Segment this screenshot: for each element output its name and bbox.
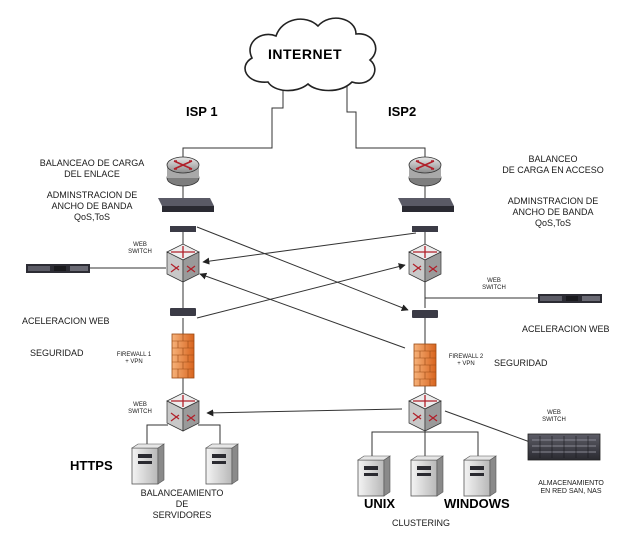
https-label: HTTPS bbox=[70, 458, 113, 473]
cross-link-1 bbox=[196, 226, 409, 311]
right-switch-to-storage bbox=[444, 410, 531, 443]
isp1-label: ISP 1 bbox=[186, 104, 218, 119]
right-web-accel-label: ACELERACION WEB bbox=[522, 324, 610, 334]
firewall-1-icon bbox=[171, 333, 195, 379]
router-isp2-icon bbox=[408, 156, 442, 187]
storage-label: ALMACENAMIENTO EN RED SAN, NAS bbox=[526, 480, 616, 497]
server-windows-icon bbox=[463, 455, 497, 497]
right-load-balance-label: BALANCEO DE CARGA EN ACCESO bbox=[488, 154, 618, 176]
firewall-1-line2: + VPN bbox=[125, 359, 143, 366]
storage-line2: EN RED SAN, NAS bbox=[540, 488, 602, 496]
firewall-1-line1: FIREWALL 1 bbox=[116, 352, 152, 358]
right-bandwidth-line3: QoS,ToS bbox=[534, 217, 572, 228]
left-web-switch-line2: SWITCH bbox=[128, 249, 152, 256]
left-bottom-web-switch-line1: WEB bbox=[133, 402, 147, 408]
storage-web-switch-line2: SWITCH bbox=[542, 417, 566, 424]
left-bottom-web-switch-line2: SWITCH bbox=[128, 409, 152, 416]
server-balance-line2: DE bbox=[175, 498, 189, 509]
server-balance-label: BALANCEAMIENTO DE SERVIDORES bbox=[130, 488, 234, 520]
router-isp1-icon bbox=[166, 156, 200, 187]
firewall-2-line2: + VPN bbox=[457, 361, 475, 368]
internet-label: INTERNET bbox=[268, 46, 342, 62]
server-https-1-icon bbox=[131, 443, 165, 485]
right-bandwidth-label: ADMINSTRACION DE ANCHO DE BANDA QoS,ToS bbox=[488, 196, 618, 228]
server-cluster-middle-icon bbox=[410, 455, 444, 497]
cloud-to-isp1-line bbox=[182, 82, 284, 157]
left-bandwidth-label: ADMINSTRACION DE ANCHO DE BANDA QoS,ToS bbox=[22, 190, 162, 222]
server-balance-line3: SERVIDORES bbox=[152, 509, 212, 520]
firewall-2-icon bbox=[413, 343, 437, 387]
right-security-label: SEGURIDAD bbox=[494, 358, 548, 368]
right-web-switch-line1: WEB bbox=[487, 278, 501, 284]
web-accelerator-left-icon bbox=[170, 308, 196, 316]
left-bottom-web-switch-label: WEB SWITCH bbox=[120, 402, 160, 416]
cloud-to-isp2-line bbox=[346, 82, 426, 157]
left-bandwidth-line1: ADMINSTRACION DE bbox=[46, 190, 138, 200]
storage-array-icon bbox=[527, 433, 601, 461]
internet-cloud-icon bbox=[244, 17, 377, 92]
left-web-switch-label: WEB SWITCH bbox=[120, 242, 160, 256]
server-balance-line1: BALANCEAMIENTO bbox=[140, 488, 224, 498]
right-load-balance-line1: BALANCEO bbox=[528, 154, 578, 164]
clustering-label: CLUSTERING bbox=[392, 518, 451, 528]
windows-label: WINDOWS bbox=[444, 496, 510, 511]
left-load-balance-label: BALANCEAO DE CARGA DEL ENLACE bbox=[22, 158, 162, 180]
connection-lines bbox=[90, 82, 538, 460]
firewall-2-line1: FIREWALL 2 bbox=[448, 354, 484, 360]
right-bandwidth-line2: ANCHO DE BANDA bbox=[512, 206, 594, 217]
isp2-label: ISP2 bbox=[388, 104, 417, 119]
cross-link-4 bbox=[199, 272, 406, 349]
left-web-accel-label: ACELERACION WEB bbox=[22, 316, 110, 326]
rack-server-right-icon bbox=[538, 294, 602, 303]
unix-label: UNIX bbox=[364, 496, 396, 511]
storage-web-switch-line1: WEB bbox=[547, 410, 561, 416]
firewall-1-label: FIREWALL 1 + VPN bbox=[108, 352, 160, 366]
right-load-balance-line2: DE CARGA EN ACCESO bbox=[502, 164, 604, 175]
left-bandwidth-line2: ANCHO DE BANDA bbox=[51, 200, 133, 211]
left-web-switch-line1: WEB bbox=[133, 242, 147, 248]
storage-web-switch-label: WEB SWITCH bbox=[534, 410, 574, 424]
server-https-2-icon bbox=[205, 443, 239, 485]
web-switch-left-bottom-icon bbox=[166, 392, 200, 432]
right-switch-to-server bbox=[424, 282, 538, 299]
left-security-label: SEGURIDAD bbox=[30, 348, 84, 358]
cross-link-2 bbox=[202, 232, 417, 265]
storage-line1: ALMACENAMIENTO bbox=[538, 480, 604, 487]
left-bandwidth-line3: QoS,ToS bbox=[73, 211, 111, 222]
cross-link-3 bbox=[196, 263, 406, 319]
left-load-balance-line1: BALANCEAO DE CARGA bbox=[39, 158, 145, 168]
left-load-balance-line2: DEL ENLACE bbox=[64, 168, 120, 179]
right-web-switch-label: WEB SWITCH bbox=[474, 278, 514, 292]
server-unix-icon bbox=[357, 455, 391, 497]
web-switch-right-top-icon bbox=[408, 243, 442, 283]
rack-server-left-icon bbox=[26, 264, 90, 273]
right-switch-to-cluster bbox=[371, 431, 479, 460]
web-accelerator-right-icon bbox=[412, 310, 438, 318]
firewall-2-label: FIREWALL 2 + VPN bbox=[440, 354, 492, 368]
bandwidth-shaper-left-icon bbox=[158, 198, 214, 232]
web-switch-left-top-icon bbox=[166, 243, 200, 283]
right-web-switch-line2: SWITCH bbox=[482, 285, 506, 292]
right-bandwidth-line1: ADMINSTRACION DE bbox=[507, 196, 599, 206]
left-switch-to-servers bbox=[146, 424, 221, 448]
bandwidth-shaper-right-icon bbox=[398, 198, 454, 232]
web-switch-right-bottom-icon bbox=[408, 392, 442, 432]
cross-link-5 bbox=[206, 408, 403, 417]
